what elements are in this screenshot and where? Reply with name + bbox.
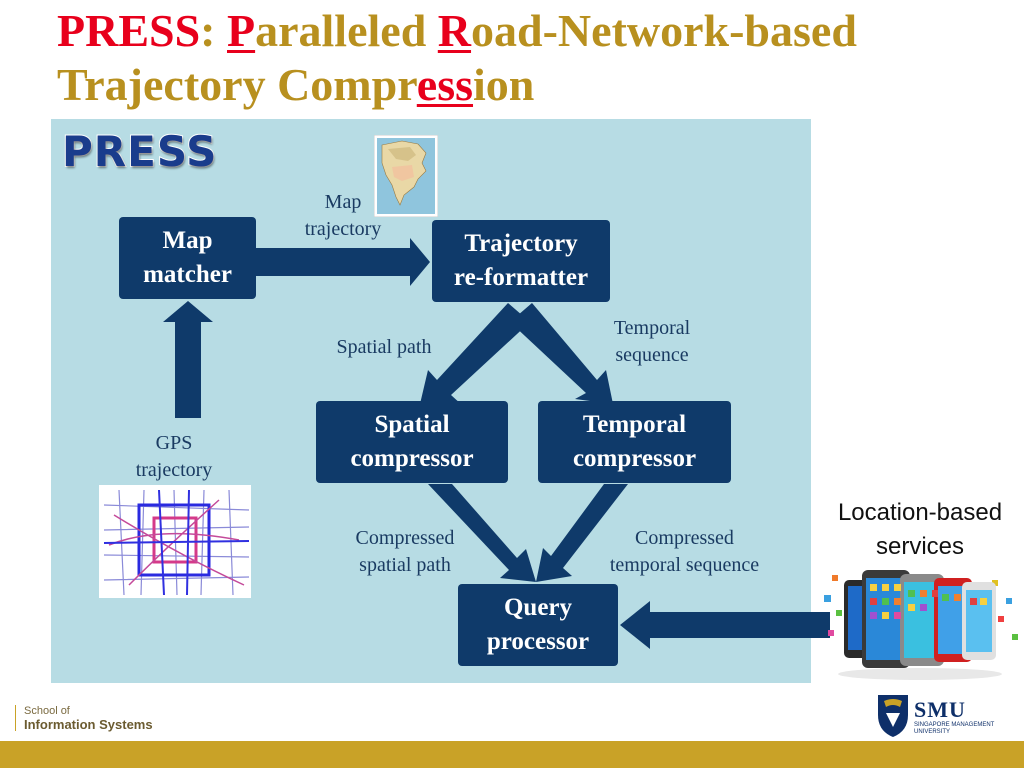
arrow-spatial-to-query [428,484,536,582]
arrow-lbs-to-query [620,601,830,649]
smu-subtitle: SINGAPORE MANAGEMENT UNIVERSITY [914,722,995,735]
title-ess: ess [416,59,474,110]
slide-title: PRESS: Paralleled Road-Network-based Tra… [57,4,997,112]
smu-wordmark: SMU [914,697,966,722]
title-aralleled: aralleled [255,5,438,56]
school-of-text: School of [24,705,70,717]
arrow-gps-to-map-matcher [163,301,213,418]
footer-gold-bar [0,741,1024,768]
gps-trajectory-label: GPS trajectory [135,432,213,481]
school-of-information-systems-logo: School of Information Systems [15,705,184,731]
arrow-temporal-to-query [536,484,628,582]
spatial-compressor-box: Spatial compressor [316,401,508,483]
title-oad: oad-Network-based [471,5,857,56]
title-press: PRESS [57,5,201,56]
compressed-temporal-sequence-label: Compressed temporal sequence [609,527,760,576]
location-based-services-label: Location-based services [837,499,1003,560]
gps-trajectory-image [99,485,251,598]
arrow-map-to-reformatter [256,238,430,286]
trajectory-reformatter-box: Trajectory re-formatter [432,220,610,302]
information-systems-text: Information Systems [24,717,153,732]
title-r: R [437,5,472,56]
arrow-reformatter-to-spatial [420,303,530,405]
title-line2-a: Trajectory Compr [57,59,417,110]
press-logo: PRESS [61,127,218,177]
temporal-sequence-label: Temporal sequence [613,317,691,366]
query-processor-box: Query processor [458,584,618,666]
title-p: P [227,5,256,56]
map-matcher-box: Map matcher [119,217,256,299]
north-america-map-image [374,135,438,217]
arrow-reformatter-to-temporal [510,303,613,404]
smartphones-image [824,570,1018,680]
title-colon: : [200,5,227,56]
map-trajectory-label: Map trajectory [304,191,382,240]
title-ion: ion [473,59,535,110]
smu-crest-icon [878,695,908,737]
spatial-path-label: Spatial path [336,336,432,358]
temporal-compressor-box: Temporal compressor [538,401,731,483]
compressed-spatial-path-label: Compressed spatial path [355,527,455,576]
